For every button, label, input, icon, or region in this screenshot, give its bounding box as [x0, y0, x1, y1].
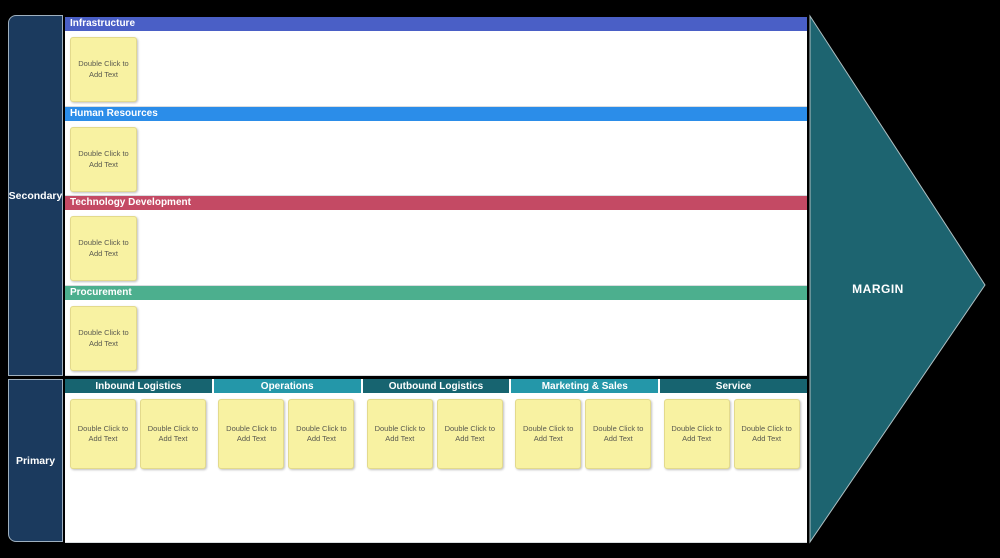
primary-header-service[interactable]: Service: [660, 379, 807, 393]
secondary-row-header-infrastructure[interactable]: Infrastructure: [65, 17, 807, 31]
primary-header-marketing-sales[interactable]: Marketing & Sales: [511, 379, 659, 393]
sticky-note[interactable]: Double Click to Add Text: [585, 399, 652, 469]
margin-arrow-shape[interactable]: [809, 14, 986, 544]
primary-column-marketing-sales: Double Click to Add Text Double Click to…: [510, 393, 658, 542]
secondary-row-header-human-resources[interactable]: Human Resources: [65, 107, 807, 121]
secondary-row-header-technology-development[interactable]: Technology Development: [65, 196, 807, 210]
margin-arrow[interactable]: [808, 14, 988, 544]
sticky-note[interactable]: Double Click to Add Text: [70, 127, 137, 192]
sticky-note[interactable]: Double Click to Add Text: [70, 306, 137, 371]
secondary-row-body-procurement: Double Click to Add Text: [65, 300, 807, 376]
sidebar-secondary-band[interactable]: Secondary: [8, 15, 63, 376]
margin-label: MARGIN: [852, 282, 904, 296]
sticky-note[interactable]: Double Click to Add Text: [218, 399, 285, 469]
primary-label: Primary: [15, 454, 56, 467]
primary-header-outbound-logistics[interactable]: Outbound Logistics: [362, 379, 510, 393]
sticky-note[interactable]: Double Click to Add Text: [288, 399, 355, 469]
primary-header-inbound-logistics[interactable]: Inbound Logistics: [65, 379, 212, 393]
secondary-row-body-infrastructure: Double Click to Add Text: [65, 31, 807, 107]
sticky-note[interactable]: Double Click to Add Text: [70, 399, 136, 469]
sticky-note[interactable]: Double Click to Add Text: [70, 37, 137, 102]
sticky-note[interactable]: Double Click to Add Text: [140, 399, 206, 469]
secondary-row-body-technology-development: Double Click to Add Text: [65, 210, 807, 286]
primary-headers-row: Inbound Logistics Operations Outbound Lo…: [65, 379, 807, 393]
primary-column-operations: Double Click to Add Text Double Click to…: [213, 393, 361, 542]
secondary-row-header-procurement[interactable]: Procurement: [65, 286, 807, 300]
primary-column-inbound-logistics: Double Click to Add Text Double Click to…: [65, 393, 213, 542]
secondary-label: Secondary: [8, 189, 63, 202]
primary-column-outbound-logistics: Double Click to Add Text Double Click to…: [362, 393, 510, 542]
sticky-note[interactable]: Double Click to Add Text: [70, 216, 137, 281]
sticky-note[interactable]: Double Click to Add Text: [436, 399, 503, 469]
sticky-note[interactable]: Double Click to Add Text: [366, 399, 433, 469]
secondary-row-body-human-resources: Double Click to Add Text: [65, 121, 807, 196]
sticky-note[interactable]: Double Click to Add Text: [515, 399, 582, 469]
sticky-note[interactable]: Double Click to Add Text: [733, 399, 800, 469]
primary-column-service: Double Click to Add Text Double Click to…: [659, 393, 807, 542]
primary-header-operations[interactable]: Operations: [213, 379, 361, 393]
sticky-note[interactable]: Double Click to Add Text: [663, 399, 730, 469]
sidebar-primary-band[interactable]: Primary: [8, 379, 63, 542]
primary-body: Double Click to Add Text Double Click to…: [65, 393, 807, 543]
